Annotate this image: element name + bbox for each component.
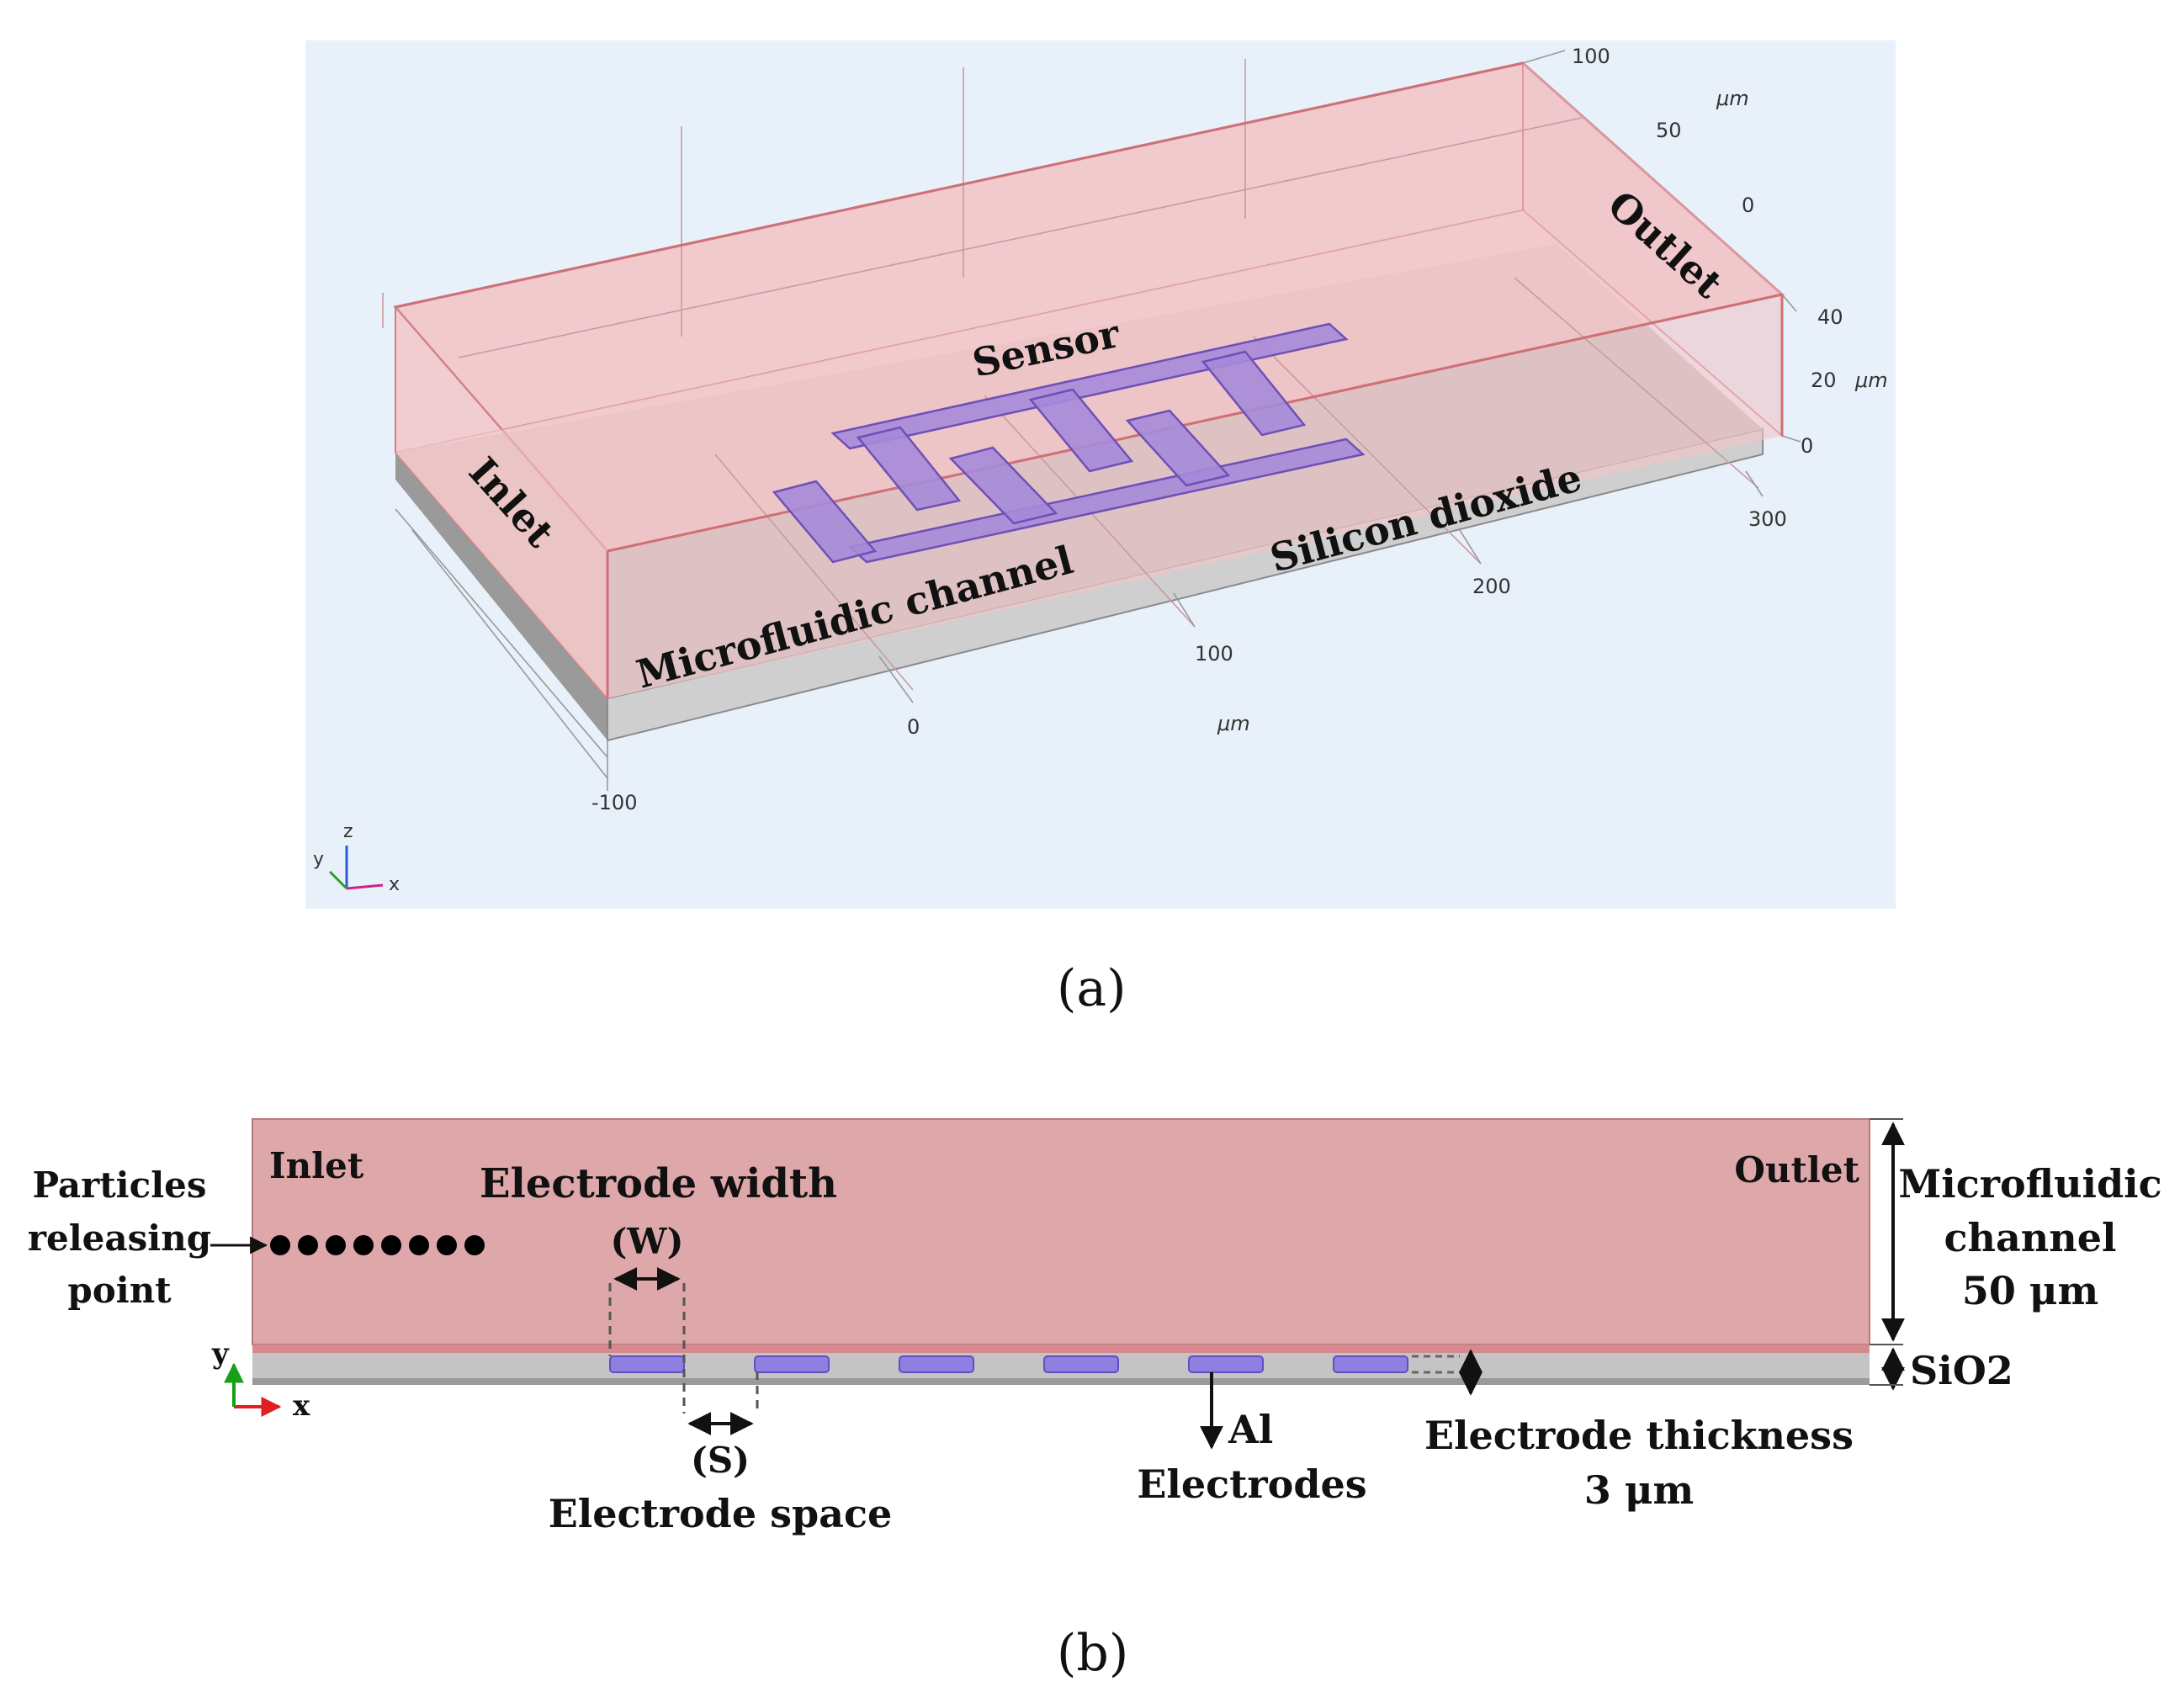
al-label-line1: Al xyxy=(1228,1407,1273,1452)
x-axis-ticks: -100 0 100 200 300 μm xyxy=(591,507,1787,814)
x-tick-label: 100 xyxy=(1195,642,1233,666)
electrode xyxy=(754,1355,830,1373)
triad-y-label: y xyxy=(313,849,324,870)
width-dimension xyxy=(608,1283,759,1414)
x-tick-label: -100 xyxy=(591,791,637,814)
axis-x-label: x xyxy=(293,1389,310,1423)
channel-bottom-strip xyxy=(252,1345,1870,1353)
axis-guides xyxy=(395,50,1801,791)
triad-z-label: z xyxy=(343,821,353,842)
floor-grid xyxy=(382,59,1759,691)
electrode xyxy=(1188,1355,1264,1373)
particle xyxy=(381,1235,401,1255)
inlet-label-b: Inlet xyxy=(269,1145,364,1186)
y-axis-ticks: 100 50 0 μm xyxy=(1572,45,1754,217)
particle xyxy=(409,1235,429,1255)
y-tick-label: 100 xyxy=(1572,45,1610,68)
x-tick-label: 200 xyxy=(1472,575,1511,598)
electrode xyxy=(1043,1355,1119,1373)
electrode-width-label: Electrode width xyxy=(480,1160,837,1207)
particle xyxy=(464,1235,485,1255)
electrode xyxy=(1333,1355,1408,1373)
z-tick-label: 40 xyxy=(1817,305,1843,329)
al-label-line2: Electrodes xyxy=(1137,1461,1366,1507)
y-unit-label: μm xyxy=(1716,87,1749,110)
space-symbol-label: (S) xyxy=(691,1440,750,1481)
panel-a: Sensor Inlet Outlet Silicon dioxide Micr… xyxy=(305,40,1896,1018)
x-unit-label: μm xyxy=(1217,712,1250,735)
x-tick-label: 0 xyxy=(907,715,920,739)
panel-b: x y Particles releasing point Inlet Outl… xyxy=(28,1118,2162,1683)
electrode-finger xyxy=(772,480,878,564)
triad-x-label: x xyxy=(389,874,400,895)
particles-label-line1: Particles xyxy=(32,1164,206,1206)
particle xyxy=(437,1235,457,1255)
electrode xyxy=(899,1355,974,1373)
electrode-bus-upper xyxy=(830,322,1349,450)
z-axis-ticks: 40 20 0 μm xyxy=(1801,305,1888,458)
thickness-label-line2: 3 μm xyxy=(1584,1467,1694,1513)
coordinate-triad: z x y xyxy=(313,821,400,895)
sensor-electrodes xyxy=(772,322,1366,564)
outlet-label-b: Outlet xyxy=(1734,1149,1859,1191)
panel-a-caption: (a) xyxy=(1057,959,1127,1018)
channel-label-line2: channel xyxy=(1944,1215,2117,1260)
particles-label: Particles releasing point xyxy=(28,1164,211,1311)
y-tick-label: 0 xyxy=(1742,194,1754,217)
electrode-row xyxy=(609,1355,1408,1373)
electrode-space-label: Electrode space xyxy=(549,1491,893,1536)
thickness-dashes xyxy=(1412,1355,1460,1374)
channel-label-line1: Microfluidic xyxy=(1898,1161,2161,1207)
particle xyxy=(270,1235,290,1255)
electrode-finger xyxy=(948,446,1058,525)
electrode-finger xyxy=(856,426,962,512)
width-symbol-label: (W) xyxy=(611,1221,684,1262)
particles xyxy=(270,1235,485,1255)
sio2-label: SiO2 xyxy=(1910,1348,2013,1393)
electrode xyxy=(609,1355,685,1373)
thickness-label-line1: Electrode thickness xyxy=(1424,1413,1854,1458)
electrode-finger xyxy=(1028,388,1134,473)
z-tick-label: 20 xyxy=(1811,369,1837,392)
panel-b-caption: (b) xyxy=(1057,1624,1128,1683)
particles-label-line3: point xyxy=(67,1270,172,1311)
y-tick-label: 50 xyxy=(1656,119,1682,142)
z-tick-label: 0 xyxy=(1801,434,1813,458)
particle xyxy=(353,1235,374,1255)
sio2-bottom-edge xyxy=(252,1378,1870,1385)
electrode-finger xyxy=(1201,350,1307,437)
particles-label-line2: releasing xyxy=(28,1217,211,1259)
x-tick-label: 300 xyxy=(1748,507,1787,531)
electrode-finger xyxy=(1125,409,1231,487)
channel-region xyxy=(252,1118,1870,1345)
channel-label-line3: 50 μm xyxy=(1962,1268,2098,1313)
z-unit-label: μm xyxy=(1854,369,1888,392)
axis-y-label: y xyxy=(211,1337,230,1371)
particle xyxy=(298,1235,318,1255)
substrate-side-front xyxy=(395,453,607,740)
particle xyxy=(326,1235,346,1255)
